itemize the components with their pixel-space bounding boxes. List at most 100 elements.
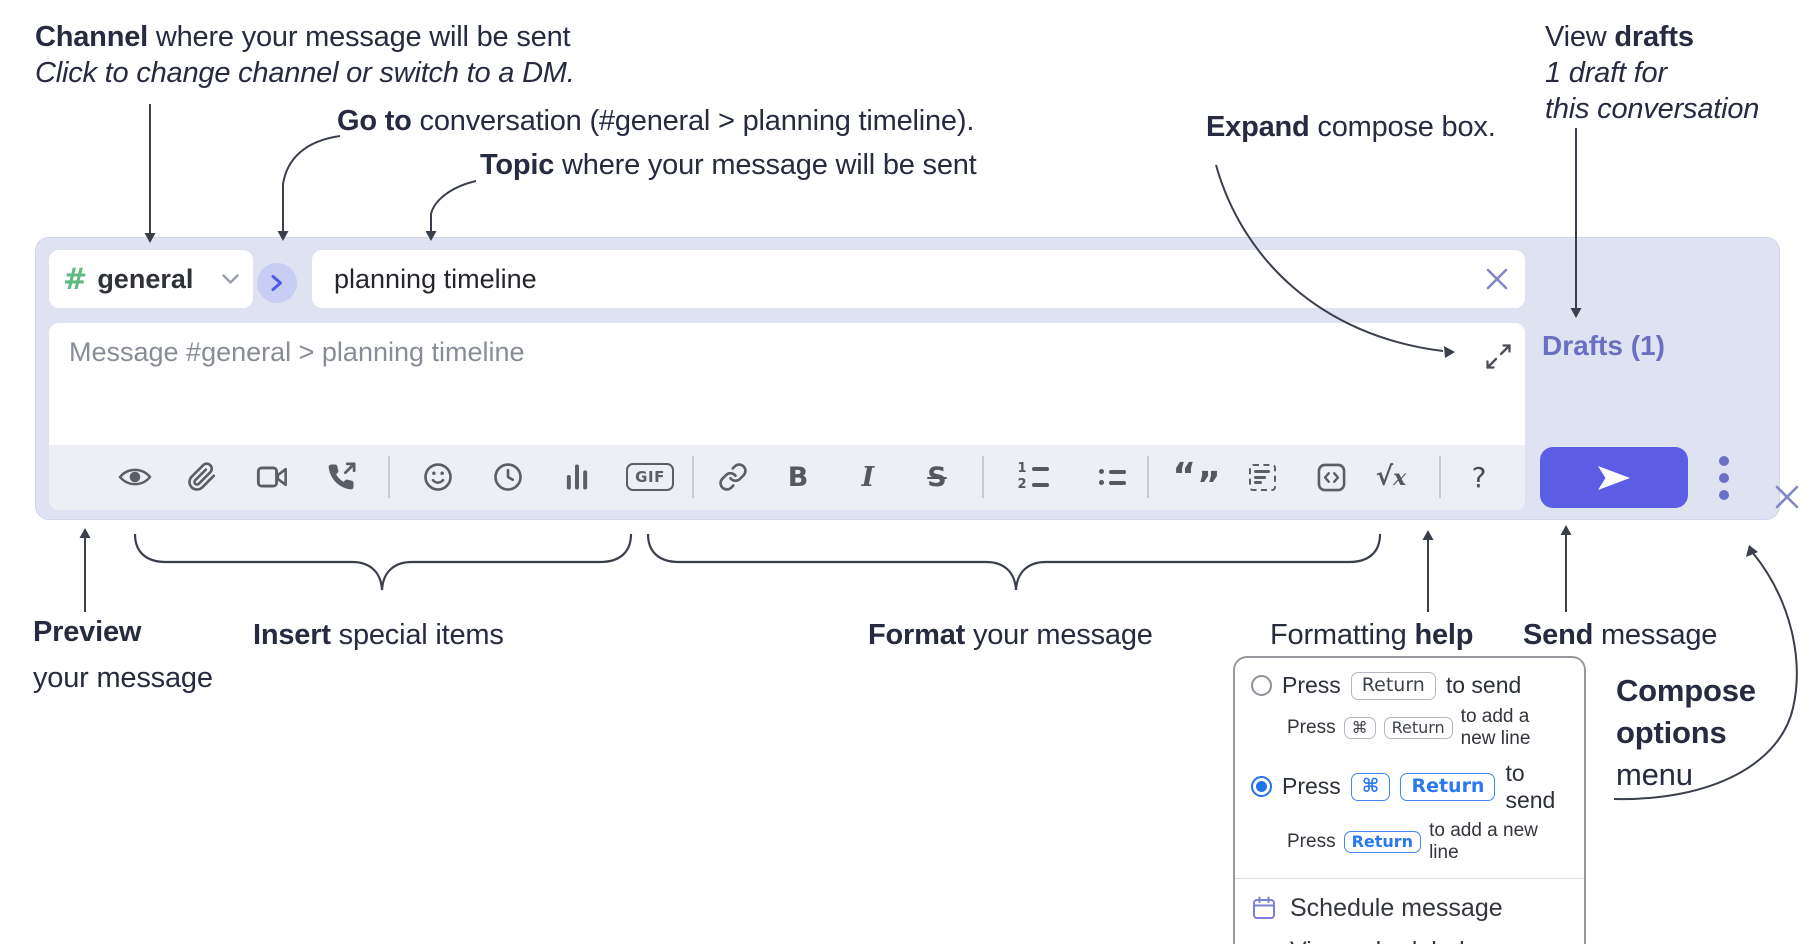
smiley-icon [424, 463, 452, 491]
cmd-key: ⌘ [1343, 716, 1376, 739]
return-key: Return [1350, 672, 1436, 700]
chevron-right-icon [271, 275, 282, 291]
audio-call-button[interactable] [318, 454, 364, 500]
toolbar-divider [388, 456, 390, 498]
channel-name: general [97, 263, 194, 294]
code-block-button[interactable] [1239, 454, 1285, 500]
bold-icon: B [787, 461, 809, 493]
kebab-dot [1719, 490, 1729, 500]
expand-compose-button[interactable] [1483, 341, 1513, 371]
bullet-list-icon [1098, 469, 1126, 485]
annotation-compose-options-line3: menu [1616, 757, 1693, 792]
formula-button[interactable]: √x [1364, 454, 1418, 500]
annotation-goto: Go to conversation (#general > planning … [337, 105, 975, 137]
code-icon [1317, 463, 1345, 491]
close-compose-button[interactable] [1772, 482, 1802, 512]
annotation-channel-sub: Click to change channel or switch to a D… [35, 57, 575, 89]
ordered-list-button[interactable]: 1 2 [1010, 454, 1056, 500]
strikethrough-icon: S [927, 461, 947, 493]
code-block-icon [1248, 463, 1276, 491]
calendar-icon [1253, 896, 1275, 920]
formatting-help-button[interactable]: ? [1456, 454, 1502, 500]
annotation-format: Format your message [868, 619, 1153, 651]
message-area: GIF B I S [49, 323, 1525, 510]
annotation-preview: Preview [33, 616, 142, 648]
strikethrough-button[interactable]: S [914, 454, 960, 500]
phone-call-icon [328, 462, 356, 490]
annotation-view-drafts-line2: 1 draft for [1545, 57, 1667, 89]
annotation-view-drafts: View drafts [1545, 21, 1694, 53]
channel-selector[interactable]: # general [49, 250, 253, 308]
link-button[interactable] [710, 454, 756, 500]
annotation-send: Send message [1523, 619, 1718, 651]
compose-options-menu: Press Return to send Press ⌘ Return to a… [1233, 656, 1586, 944]
kebab-dot [1719, 473, 1729, 483]
annotation-expand: Expand compose box. [1206, 111, 1496, 143]
return-key: Return [1400, 772, 1496, 801]
annotation-topic: Topic where your message will be sent [480, 149, 977, 181]
kebab-dot [1719, 456, 1729, 466]
recent-clock-button[interactable] [485, 454, 531, 500]
attach-file-button[interactable] [179, 454, 225, 500]
goto-conversation-button[interactable] [257, 263, 297, 303]
ordered-list-icon: 1 2 [1017, 462, 1049, 491]
formula-icon: √x [1375, 462, 1407, 492]
toolbar-divider [692, 456, 694, 498]
compose-box: # general [35, 237, 1799, 520]
code-button[interactable] [1308, 454, 1354, 500]
video-camera-icon [256, 466, 287, 488]
emoji-button[interactable] [415, 454, 461, 500]
annotation-formatting-help: Formatting help [1270, 619, 1474, 651]
topic-field [312, 250, 1525, 308]
chevron-down-icon [222, 273, 239, 284]
menu-item-schedule-message[interactable]: Schedule message [1235, 887, 1584, 930]
toolbar-divider [982, 456, 984, 498]
return-key: Return [1383, 716, 1453, 739]
close-x-icon [1775, 485, 1799, 509]
option-return-subtext: Press ⌘ Return to add a new line [1287, 705, 1531, 749]
clock-icon [494, 463, 522, 491]
eye-icon [118, 468, 152, 486]
toolbar-divider [1147, 456, 1149, 498]
menu-divider [1235, 877, 1584, 879]
radio-unselected-icon[interactable] [1251, 675, 1272, 697]
return-key: Return [1343, 830, 1422, 853]
annotation-view-drafts-line3: this conversation [1545, 93, 1760, 125]
compose-toolbar: GIF B I S [49, 445, 1525, 510]
toolbar-divider [1439, 456, 1441, 498]
annotation-channel: Channel where your message will be sent [35, 21, 571, 53]
preview-button[interactable] [112, 454, 158, 500]
channel-hash-icon: # [63, 262, 88, 296]
annotation-preview-line2: your message [33, 662, 213, 694]
topic-input[interactable] [332, 262, 1483, 296]
annotation-insert: Insert special items [253, 619, 504, 651]
italic-button[interactable]: I [845, 454, 891, 500]
bold-button[interactable]: B [775, 454, 821, 500]
gif-box-icon: GIF [626, 463, 674, 491]
paper-plane-icon [1598, 465, 1630, 490]
cmd-key: ⌘ [1350, 772, 1391, 801]
poll-button[interactable] [554, 454, 600, 500]
gif-button[interactable]: GIF [621, 454, 679, 500]
compose-options-button[interactable] [1712, 456, 1736, 500]
radio-selected-icon[interactable] [1251, 776, 1272, 798]
option-cmd-return-subtext: Press Return to add a new line [1287, 819, 1538, 863]
video-clip-button[interactable] [249, 454, 295, 500]
bullet-list-button[interactable] [1089, 454, 1135, 500]
message-input[interactable] [49, 323, 1525, 445]
option-return-to-send[interactable]: Press Return to send [1235, 668, 1584, 700]
topic-clear-x-icon[interactable] [1483, 265, 1511, 293]
diagonal-expand-arrows-icon [1485, 343, 1511, 369]
paperclip-icon [188, 462, 216, 491]
drafts-link[interactable]: Drafts (1) [1542, 330, 1665, 361]
annotation-compose-options-line1: Compose [1616, 673, 1756, 708]
blockquote-button[interactable]: “” [1172, 454, 1221, 506]
send-button[interactable] [1540, 447, 1688, 508]
question-mark-icon: ? [1471, 460, 1487, 494]
menu-item-view-scheduled[interactable]: View scheduled messages [1235, 930, 1584, 944]
option-cmd-return-to-send[interactable]: Press ⌘ Return to send [1235, 756, 1584, 814]
blockquote-icon: “” [1172, 456, 1221, 506]
italic-icon: I [861, 461, 875, 493]
annotation-compose-options-line2: options [1616, 715, 1727, 750]
